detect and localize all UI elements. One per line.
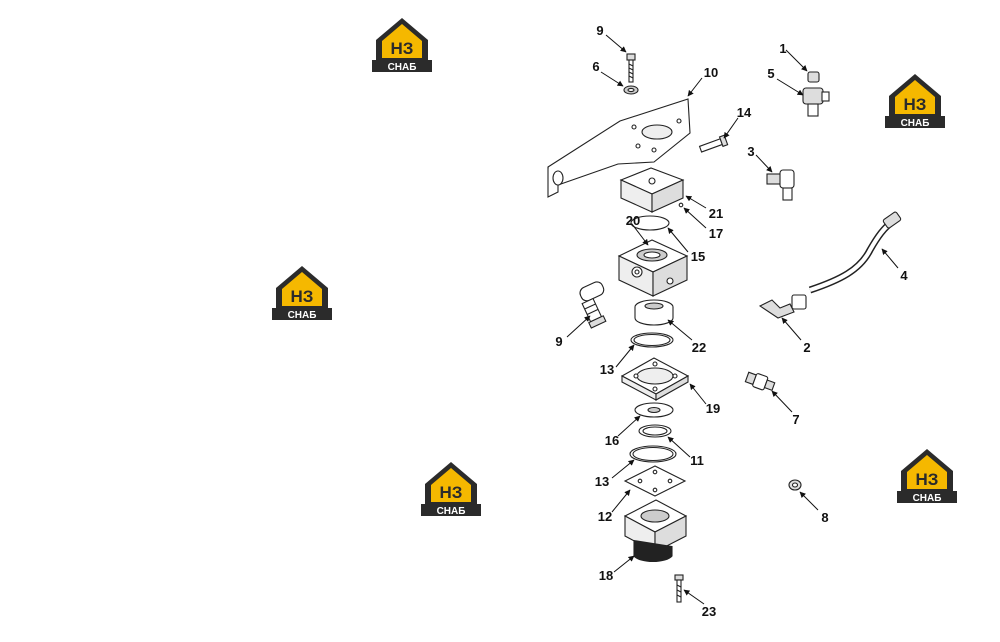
callout-18: 18 [599, 568, 613, 583]
callout-6: 6 [592, 59, 599, 74]
piston-part [634, 299, 674, 326]
nut-part [788, 479, 802, 491]
callout-3: 3 [747, 144, 754, 159]
logo-mark-text: НЗ [916, 470, 939, 489]
screw-part [698, 134, 729, 153]
logo-mark-text: НЗ [291, 287, 314, 306]
brand-logo: НЗ СНАБ [372, 14, 432, 73]
callout-21: 21 [709, 206, 723, 221]
end-cover-part [623, 499, 688, 563]
straight-fitting-part [744, 371, 776, 391]
parts-drawing [547, 53, 902, 603]
callout-20: 20 [626, 213, 640, 228]
house-logo-icon: НЗ СНАБ [897, 449, 957, 504]
elbow-fitting-part [579, 281, 607, 329]
callout-9: 9 [596, 23, 603, 38]
bolt-part [674, 574, 684, 603]
house-logo-icon: НЗ СНАБ [885, 74, 945, 129]
house-logo-icon: НЗ СНАБ [421, 462, 481, 517]
logo-caption-text: СНАБ [288, 310, 317, 320]
logo-caption-text: СНАБ [901, 118, 930, 128]
logo-mark-text: НЗ [391, 39, 414, 58]
logo-caption-text: СНАБ [388, 62, 417, 72]
house-logo-icon: НЗ СНАБ [372, 18, 432, 73]
logo-mark-text: НЗ [440, 483, 463, 502]
callout-5: 5 [767, 66, 774, 81]
house-logo-icon: НЗ СНАБ [272, 266, 332, 321]
callout-4: 4 [900, 268, 908, 283]
callout-19: 19 [706, 401, 720, 416]
logo-caption-text: СНАБ [437, 506, 466, 516]
callout-1: 1 [779, 41, 786, 56]
callout-17: 17 [709, 226, 723, 241]
callout-15: 15 [691, 249, 705, 264]
o-ring-part [630, 215, 670, 231]
bolt-part [626, 53, 636, 83]
brand-logo: НЗ СНАБ [897, 445, 957, 504]
elbow-nut-part [758, 294, 807, 319]
leader-lines [566, 34, 899, 605]
callout-8: 8 [821, 510, 828, 525]
tee-fitting-part [802, 87, 830, 117]
hose-assembly-part [808, 211, 902, 294]
callout-23: 23 [702, 604, 716, 619]
brand-logo: НЗ СНАБ [885, 70, 945, 129]
callout-11: 11 [690, 453, 704, 468]
callout-13-lower: 13 [595, 474, 609, 489]
spacer-block-part [619, 167, 685, 213]
callout-12: 12 [598, 509, 612, 524]
logo-caption-text: СНАБ [913, 493, 942, 503]
ball-part [678, 202, 684, 208]
callout-7: 7 [792, 412, 799, 427]
callout-10: 10 [704, 65, 718, 80]
elbow-fitting-part [766, 169, 795, 201]
callout-16: 16 [605, 433, 619, 448]
callout-2: 2 [803, 340, 810, 355]
callout-9-elbow: 9 [555, 334, 562, 349]
callout-13-upper: 13 [600, 362, 614, 377]
flange-housing-part [620, 357, 690, 401]
callout-22: 22 [692, 340, 706, 355]
valve-body-part [617, 239, 689, 297]
brand-logo: НЗ СНАБ [421, 458, 481, 517]
cap-part [807, 71, 820, 83]
callout-labels: 9 6 10 14 1 5 3 21 17 15 20 4 9 22 13 2 … [555, 23, 908, 619]
brand-logo: НЗ СНАБ [272, 262, 332, 321]
logo-mark-text: НЗ [904, 95, 927, 114]
gasket-part [623, 465, 687, 497]
mounting-bracket-part [547, 98, 691, 198]
callout-14: 14 [737, 105, 752, 120]
